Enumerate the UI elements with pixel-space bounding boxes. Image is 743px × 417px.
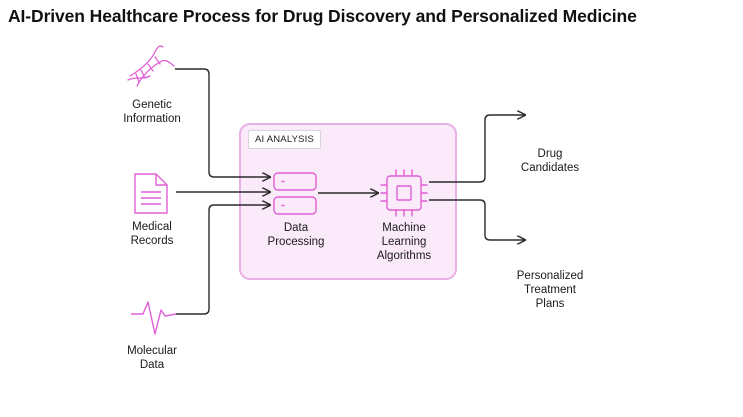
genetic-information-label: Genetic Information — [123, 99, 181, 125]
arrow-ml-to-drug — [429, 115, 525, 183]
data-processing-label: Data Processing — [267, 222, 325, 248]
database-icon — [273, 172, 317, 215]
document-icon — [134, 173, 168, 214]
drug-candidates-label: Drug Candidates — [520, 148, 580, 174]
ai-analysis-label: AI ANALYSIS — [248, 130, 322, 149]
arrow-genetic-to-processing — [175, 68, 270, 177]
molecular-data-label: Molecular Data — [127, 345, 177, 371]
diagram-title: AI-Driven Healthcare Process for Drug Di… — [8, 6, 637, 26]
ai-analysis-box — [239, 123, 457, 280]
chip-icon — [380, 169, 428, 217]
machine-learning-label: Machine Learning Algorithms — [376, 222, 432, 262]
waveform-icon — [131, 301, 177, 335]
personalized-treatment-label: Personalized Treatment Plans — [516, 270, 584, 310]
dna-icon — [127, 45, 175, 87]
arrow-molecular-to-processing — [176, 205, 270, 315]
medical-records-label: Medical Records — [130, 221, 174, 247]
arrow-ml-to-treatment — [429, 199, 525, 240]
